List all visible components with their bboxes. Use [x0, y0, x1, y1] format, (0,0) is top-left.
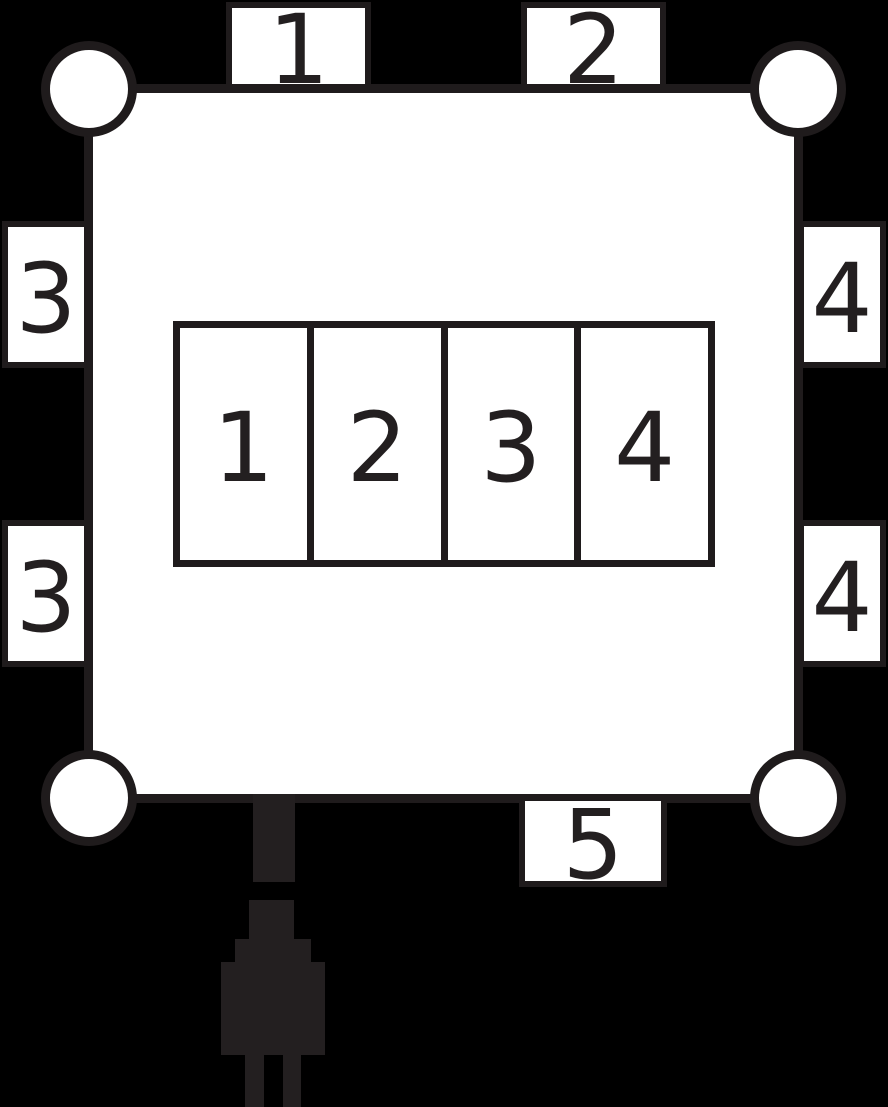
outlet-slot-3: 3 — [440, 328, 575, 560]
callout-left-lower: 3 — [2, 520, 90, 667]
outlet-strip: 1 2 3 4 — [173, 321, 715, 567]
outlet-slot-2: 2 — [306, 328, 441, 560]
slot-number: 3 — [480, 392, 542, 504]
callout-label: 4 — [811, 541, 873, 654]
callout-top-2: 2 — [521, 2, 666, 98]
corner-hole-bottom-right-icon — [750, 750, 846, 846]
outlet-slot-4: 4 — [574, 328, 708, 560]
callout-right-lower: 4 — [798, 520, 886, 667]
callout-top-1: 1 — [226, 2, 371, 98]
outlet-slot-1: 1 — [180, 328, 307, 560]
callout-right-upper: 4 — [798, 221, 886, 368]
slot-number: 2 — [346, 392, 408, 504]
corner-hole-top-left-icon — [41, 41, 137, 137]
plug-prong-left — [245, 1055, 264, 1107]
callout-label: 2 — [562, 0, 625, 106]
callout-left-upper: 3 — [2, 221, 90, 368]
slot-number: 1 — [212, 392, 274, 504]
callout-label: 5 — [562, 789, 624, 901]
corner-hole-bottom-left-icon — [41, 750, 137, 846]
plug-neck — [249, 900, 294, 939]
corner-hole-top-right-icon — [750, 41, 846, 137]
slot-number: 4 — [614, 392, 676, 504]
plug-shoulder — [235, 939, 311, 962]
callout-label: 4 — [811, 242, 873, 355]
callout-label: 3 — [15, 541, 77, 654]
plug-prong-right — [283, 1055, 301, 1107]
plug-body — [221, 962, 325, 1055]
power-cord-stub-icon — [253, 794, 295, 882]
callout-bottom: 5 — [519, 795, 667, 893]
callout-label: 3 — [15, 242, 77, 355]
callout-label: 1 — [267, 0, 330, 106]
